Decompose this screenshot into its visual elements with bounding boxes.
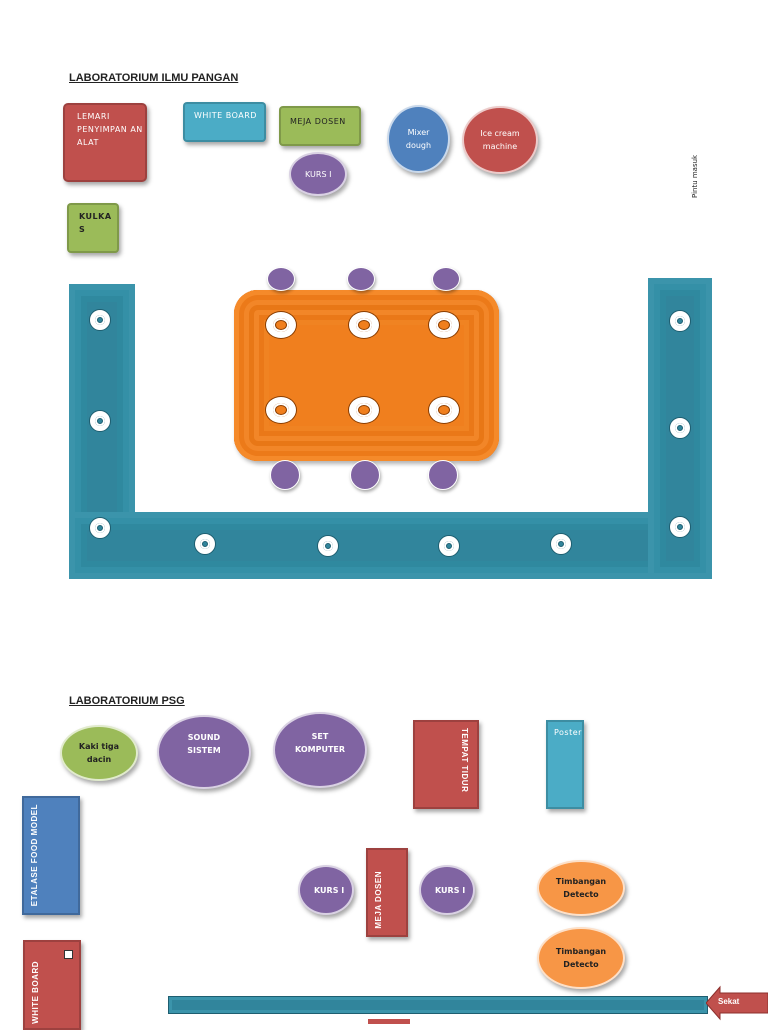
sekat-divider [168,996,708,1014]
chair [267,267,295,291]
mixer-dough: Mixer dough [387,105,450,173]
counter-stool [194,533,216,555]
sekat-label: Sekat [718,997,740,1006]
table-seat [265,396,297,424]
lab1-kursi-dosen: KURS I [289,152,347,196]
lab1-title: LABORATORIUM ILMU PANGAN [69,72,239,84]
chair [428,460,458,490]
lab1-meja-dosen: MEJA DOSEN [279,106,361,146]
lab2-kursi-right: KURS I [419,865,475,915]
kulkas: KULKA S [67,203,119,253]
counter-stool [669,516,691,538]
sound-sistem: SOUND SISTEM [157,715,251,789]
lab2-title: LABORATORIUM PSG [69,695,185,707]
table-seat [265,311,297,339]
counter-stool [669,417,691,439]
timbangan-detecto-2: Timbangan Detecto [537,927,625,989]
counter-bottom [69,512,712,579]
partial-item [368,1019,410,1024]
lab1-whiteboard: WHITE BOARD [183,102,266,142]
etalase-food-model: ETALASE FOOD MODEL [22,796,80,915]
lab2-whiteboard: WHITE BOARD [23,940,81,1030]
arrow-left-icon [705,985,768,1021]
chair [270,460,300,490]
counter-stool [438,535,460,557]
table-seat [348,311,380,339]
meja-dosen-label: MEJA DOSEN [374,871,383,929]
lab2-meja-dosen: MEJA DOSEN [366,848,408,937]
chair [432,267,460,291]
pintu-masuk-label: Pintu masuk [691,154,699,198]
chair [347,267,375,291]
lab2-kursi-left: KURS I [298,865,354,915]
chair [350,460,380,490]
timbangan-detecto-1: Timbangan Detecto [537,860,625,916]
tempat-tidur-label: TEMPAT TIDUR [460,728,469,793]
counter-stool [550,533,572,555]
counter-stool [669,310,691,332]
set-komputer: SET KOMPUTER [273,712,367,788]
table-seat [428,396,460,424]
lemari-penyimpanan-alat: LEMARI PENYIMPAN AN ALAT [63,103,147,182]
table-seat [348,396,380,424]
ice-cream-machine: Ice cream machine [462,106,538,174]
counter-stool [89,410,111,432]
kaki-tiga-dacin: Kaki tiga dacin [60,725,138,781]
counter-stool [89,517,111,539]
table-seat [428,311,460,339]
checkbox-marker [64,950,73,959]
counter-stool [89,309,111,331]
etalase-label: ETALASE FOOD MODEL [30,804,39,907]
sekat-arrow: Sekat [705,985,768,1021]
tempat-tidur: TEMPAT TIDUR [413,720,479,809]
whiteboard-label: WHITE BOARD [31,961,40,1024]
poster: Poster [546,720,584,809]
counter-stool [317,535,339,557]
